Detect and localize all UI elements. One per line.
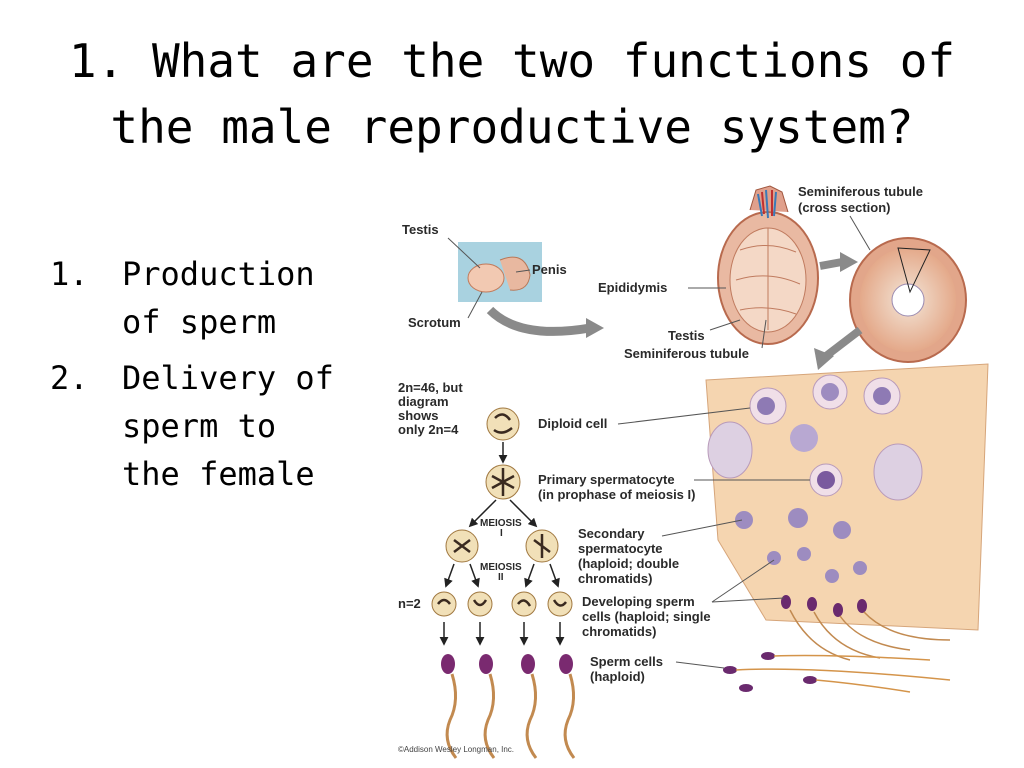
label-seminiferous-tubule: Seminiferous tubule (624, 346, 749, 361)
list-item: 2. Delivery of sperm to the female (50, 354, 350, 498)
bullet-text: Production of sperm (122, 255, 315, 341)
label-secondary-4: chromatids) (578, 571, 652, 586)
label-secondary-3: (haploid; double (578, 556, 679, 571)
body-illustration (458, 242, 542, 302)
list-item: 1. Production of sperm (50, 250, 350, 346)
bullet-number: 2. (50, 359, 89, 397)
label-n2: n=2 (398, 596, 421, 611)
label-secondary-1: Secondary (578, 526, 645, 541)
note-line-4: only 2n=4 (398, 422, 459, 437)
label-meiosis-2a: MEIOSIS (480, 562, 522, 573)
slide-title: 1. What are the two functions of the mal… (68, 34, 956, 154)
label-testis: Testis (402, 222, 439, 237)
label-tubule-cross-1: Seminiferous tubule (798, 184, 923, 199)
label-meiosis-2b: II (498, 572, 504, 583)
figure-svg: Testis Penis Scrotum Epididymis Testis S… (398, 184, 989, 759)
label-sperm-1: Sperm cells (590, 654, 663, 669)
flow-arrow-1 (486, 306, 591, 336)
bullet-list: 1. Production of sperm 2. Delivery of sp… (50, 250, 350, 506)
label-primary-2: (in prophase of meiosis I) (538, 487, 695, 502)
label-epididymis: Epididymis (598, 280, 667, 295)
label-testis-2: Testis (668, 328, 705, 343)
label-developing-3: chromatids) (582, 624, 656, 639)
copyright-text: ©Addison Wesley Longman, Inc. (398, 745, 514, 754)
label-meiosis-1a: MEIOSIS (480, 518, 522, 529)
label-developing-2: cells (haploid; single (582, 609, 711, 624)
bullet-number: 1. (50, 255, 89, 293)
testis-diagram (717, 185, 819, 345)
label-tubule-cross-2: (cross section) (798, 200, 890, 215)
label-scrotum: Scrotum (408, 315, 461, 330)
meiosis-sequence (431, 407, 576, 759)
note-line-2: diagram (398, 394, 449, 409)
label-sperm-2: (haploid) (590, 669, 645, 684)
note-line-3: shows (398, 408, 438, 423)
tubule-tissue-wedge (705, 363, 989, 693)
label-meiosis-1b: I (500, 528, 503, 539)
label-secondary-2: spermatocyte (578, 541, 663, 556)
bullet-text: Delivery of sperm to the female (122, 359, 334, 493)
label-developing-1: Developing sperm (582, 594, 695, 609)
tubule-cross-section (849, 237, 967, 363)
label-diploid-cell: Diploid cell (538, 416, 607, 431)
label-penis: Penis (532, 262, 567, 277)
spermatogenesis-figure: Testis Penis Scrotum Epididymis Testis S… (390, 180, 990, 765)
note-line-1: 2n=46, but (398, 380, 463, 395)
label-primary-1: Primary spermatocyte (538, 472, 675, 487)
